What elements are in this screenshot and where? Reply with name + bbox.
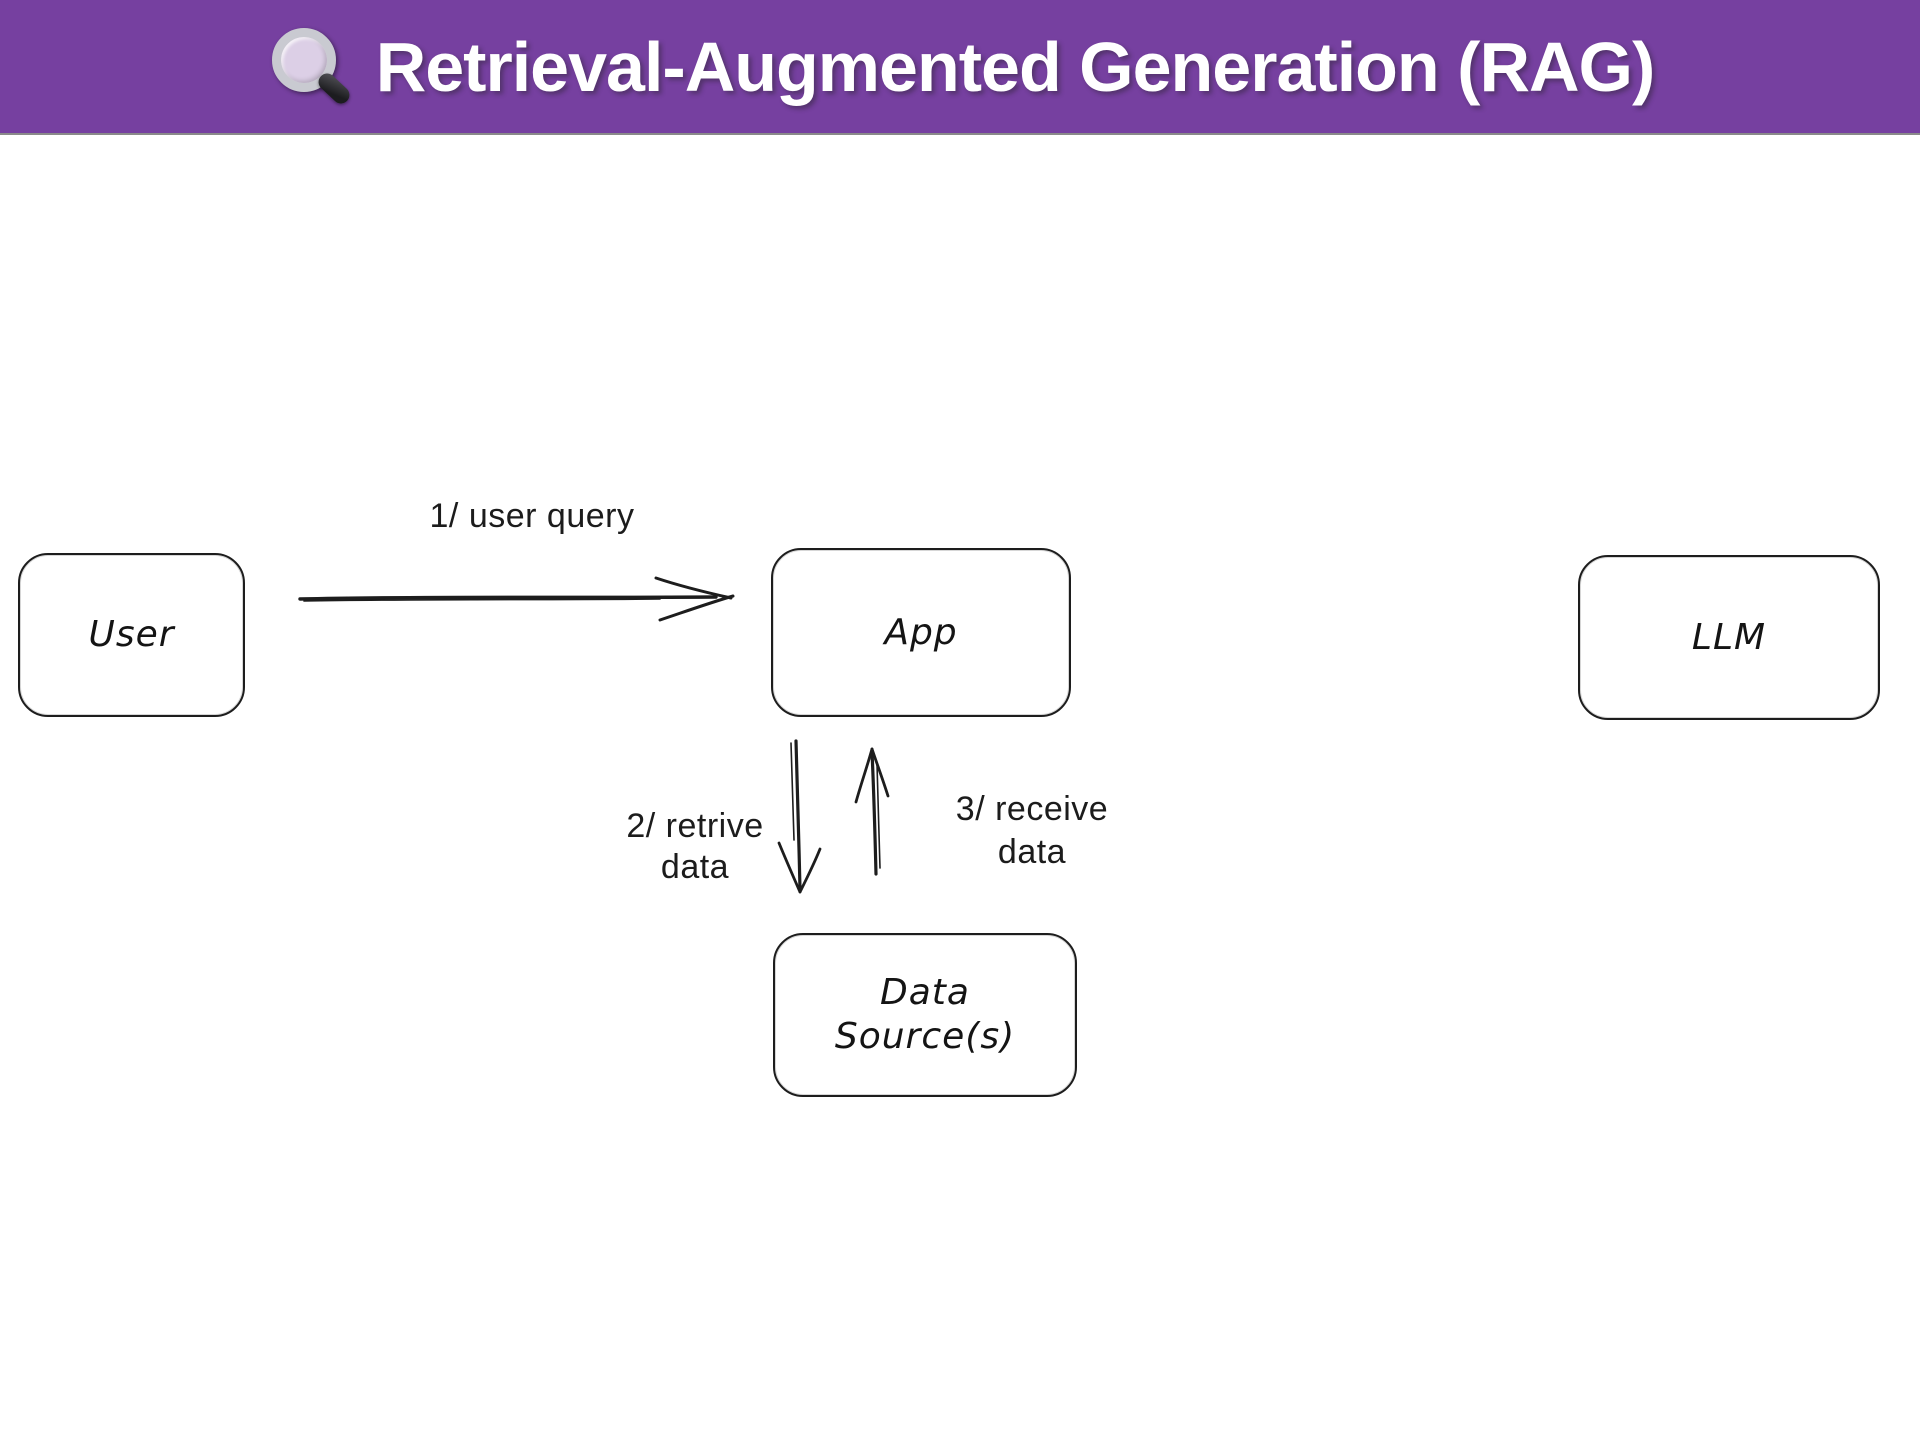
magnifier-lens: [271, 27, 336, 92]
node-user-label: User: [88, 614, 175, 655]
node-app-label: App: [884, 611, 958, 653]
node-llm: LLM: [1578, 555, 1880, 720]
edge-label-receive-data: 3/ receive data: [955, 790, 1109, 871]
edge-label-user-query: 1/ user query: [429, 497, 635, 535]
page-title: Retrieval-Augmented Generation (RAG): [375, 27, 1656, 106]
user-query-arrow: [298, 576, 735, 622]
magnifying-glass-icon: [266, 24, 353, 110]
node-data-sources-label-line1: Data: [880, 972, 970, 1013]
node-user: User: [18, 553, 245, 717]
magnifier-handle: [314, 69, 353, 107]
node-llm-label: LLM: [1691, 616, 1767, 658]
node-data-sources-label-line2: Source(s): [834, 1016, 1016, 1057]
header-bar: Retrieval-Augmented Generation (RAG): [0, 0, 1920, 135]
node-data-sources: Data Source(s): [773, 933, 1077, 1097]
edge-label-retrieve-data: 2/ retrive data: [626, 807, 764, 886]
node-app: App: [771, 548, 1071, 717]
